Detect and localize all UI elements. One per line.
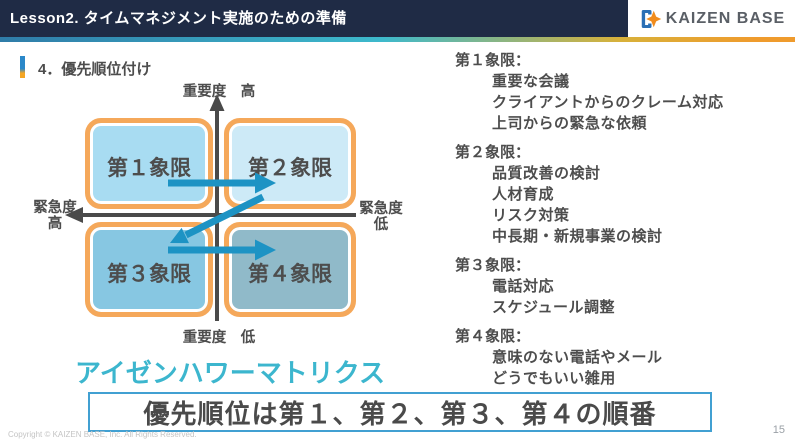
header-accent-line xyxy=(0,37,795,42)
group-item: 品質改善の検討 xyxy=(492,165,601,182)
group-title: 第１象限： xyxy=(455,52,531,69)
axis-label-urgency-high-line1: 緊急度 xyxy=(33,200,77,216)
group-title: 第４象限： xyxy=(455,328,531,345)
group-item: クライアントからのクレーム対応 xyxy=(492,94,724,111)
page-number: 15 xyxy=(772,424,785,436)
group-item: 中長期・新規事業の検討 xyxy=(492,228,663,245)
quadrant-3: 第３象限 xyxy=(85,222,213,317)
group-item: どうでもいい雑用 xyxy=(492,370,616,387)
group-item: 意味のない電話やメール xyxy=(492,349,663,366)
quadrant-1-label: 第１象限 xyxy=(107,156,191,180)
group-item: 人材育成 xyxy=(492,186,555,203)
kaizen-base-logo-text: KAIZEN BASE xyxy=(665,9,786,27)
axis-label-urgency-high-line2: 高 xyxy=(47,216,63,232)
section-heading-text: 4．優先順位付け xyxy=(38,61,152,78)
axis-label-urgency-low: 緊急度 低 xyxy=(352,201,410,233)
group-item: スケジュール調整 xyxy=(492,299,615,316)
lesson-title: Lesson2. タイムマネジメント実施のための準備 xyxy=(10,10,347,27)
group-item: 上司からの緊急な依頼 xyxy=(492,115,648,132)
conclusion-text: 優先順位は第１、第２、第３、第４の順番 xyxy=(143,398,657,429)
axis-label-importance-high: 重要度 高 xyxy=(182,84,256,100)
quadrant-4: 第４象限 xyxy=(224,222,356,317)
kaizen-base-logo: KAIZEN BASE xyxy=(628,0,795,37)
quadrant-2-details: 第２象限： 品質改善の検討 人材育成 リスク対策 中長期・新規事業の検討 xyxy=(455,142,790,247)
group-title: 第３象限： xyxy=(455,257,531,274)
group-item: 重要な会議 xyxy=(492,73,570,90)
quadrant-4-label: 第４象限 xyxy=(248,262,332,286)
group-item: 電話対応 xyxy=(492,278,555,295)
copyright-text: Copyright © KAIZEN BASE, Inc. All Rights… xyxy=(8,430,197,439)
heading-accent-bar xyxy=(20,56,25,78)
quadrant-3-details: 第３象限： 電話対応 スケジュール調整 xyxy=(455,255,790,318)
quadrant-1-details: 第１象限： 重要な会議 クライアントからのクレーム対応 上司からの緊急な依頼 xyxy=(455,50,790,134)
kaizen-base-logo-icon xyxy=(641,9,662,28)
quadrant-2: 第２象限 xyxy=(224,118,356,209)
matrix-caption: アイゼンハワーマトリクス xyxy=(75,358,385,388)
axis-label-urgency-low-line1: 緊急度 xyxy=(359,201,403,217)
quadrant-2-label: 第２象限 xyxy=(248,156,332,180)
group-title: 第２象限： xyxy=(455,144,531,161)
group-item: リスク対策 xyxy=(492,207,570,224)
quadrant-4-details: 第４象限： 意味のない電話やメール どうでもいい雑用 xyxy=(455,326,790,389)
axis-label-importance-low: 重要度 低 xyxy=(182,330,256,346)
quadrant-1: 第１象限 xyxy=(85,118,213,209)
axis-label-urgency-low-line2: 低 xyxy=(373,217,389,233)
conclusion-box: 優先順位は第１、第２、第３、第４の順番 xyxy=(88,392,712,432)
axis-label-urgency-high: 緊急度 高 xyxy=(26,200,84,232)
details-panel: 第１象限： 重要な会議 クライアントからのクレーム対応 上司からの緊急な依頼 第… xyxy=(455,50,790,397)
quadrant-3-label: 第３象限 xyxy=(107,262,191,286)
